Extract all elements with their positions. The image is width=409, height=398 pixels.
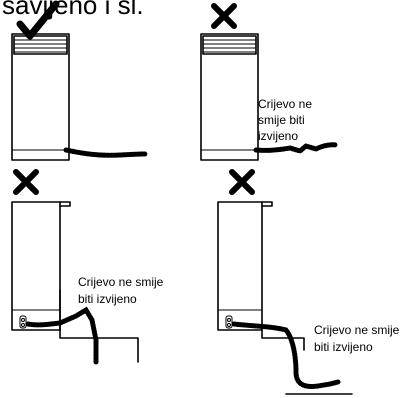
drain-hose-kinked — [253, 142, 339, 154]
warning-label: Crijevo ne smije biti izvijeno — [258, 97, 315, 143]
drain-hose-looped — [231, 321, 341, 389]
drain-hose-kinked — [25, 306, 99, 365]
wall-unit — [11, 201, 61, 331]
warning-label: Crijevo ne smije biti izvijeno — [78, 275, 167, 306]
warning-label: Crijevo ne smije biti izvijeno — [314, 323, 403, 354]
cross-icon — [211, 3, 237, 29]
panel-incorrect-floor-unit: Crijevo ne smije biti izvijeno — [200, 3, 339, 161]
panel-incorrect-wall-unit-left: Crijevo ne smije biti izvijeno — [11, 169, 167, 365]
floor-unit — [11, 33, 70, 161]
drain-hose-smooth — [63, 147, 149, 158]
wall-unit — [217, 201, 263, 331]
drain-outlet-icon — [19, 315, 27, 329]
air-grille — [202, 35, 257, 55]
floor-unit — [200, 33, 259, 161]
cross-icon — [229, 169, 255, 195]
panel-correct-floor-unit — [11, 0, 149, 161]
air-grille — [13, 35, 68, 55]
panel-incorrect-wall-unit-right: Crijevo ne smije biti izvijeno — [217, 169, 403, 395]
drain-outlet-icon — [225, 315, 233, 329]
cross-icon — [13, 169, 39, 195]
heading-fragment: savijeno i sl. — [2, 0, 144, 20]
check-icon — [16, 0, 60, 40]
